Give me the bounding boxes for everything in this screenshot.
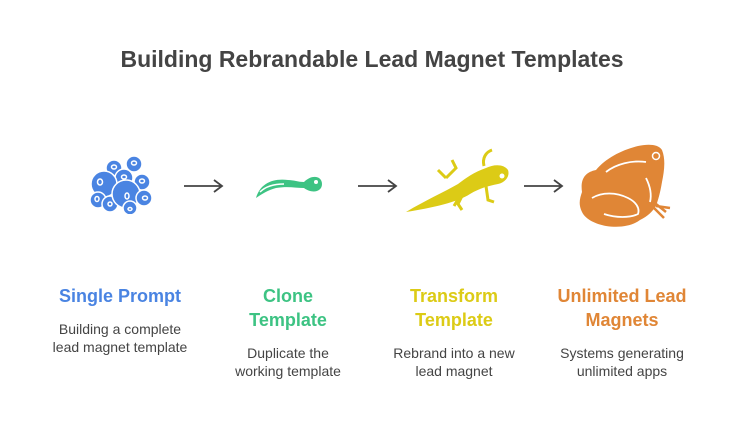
step-transform-template: Transform Template Rebrand into a new le… [374, 284, 534, 380]
frog-icon [579, 144, 671, 227]
tadpole-icon [256, 176, 322, 198]
arrow-icon [358, 179, 398, 193]
frog-eggs-icon [89, 155, 153, 214]
step-description: Rebrand into a new lead magnet [393, 345, 515, 379]
step-heading: Single Prompt [58, 286, 181, 306]
step-description: Systems generating unlimited apps [560, 345, 684, 379]
arrow-icon [184, 179, 224, 193]
step-single-prompt: Single Prompt Building a complete lead m… [40, 284, 200, 356]
step-heading: Clone Template [249, 286, 327, 330]
step-description: Duplicate the working template [235, 345, 341, 379]
step-description: Building a complete lead magnet template [52, 321, 188, 355]
step-heading: Transform Template [409, 286, 499, 330]
froglet-icon [406, 148, 509, 212]
arrow-icon [524, 179, 564, 193]
diagram-title: Building Rebrandable Lead Magnet Templat… [120, 46, 624, 72]
step-heading: Unlimited Lead Magnets [557, 286, 687, 330]
step-unlimited-lead-magnets: Unlimited Lead Magnets Systems generatin… [542, 284, 702, 380]
step-clone-template: Clone Template Duplicate the working tem… [208, 284, 368, 380]
